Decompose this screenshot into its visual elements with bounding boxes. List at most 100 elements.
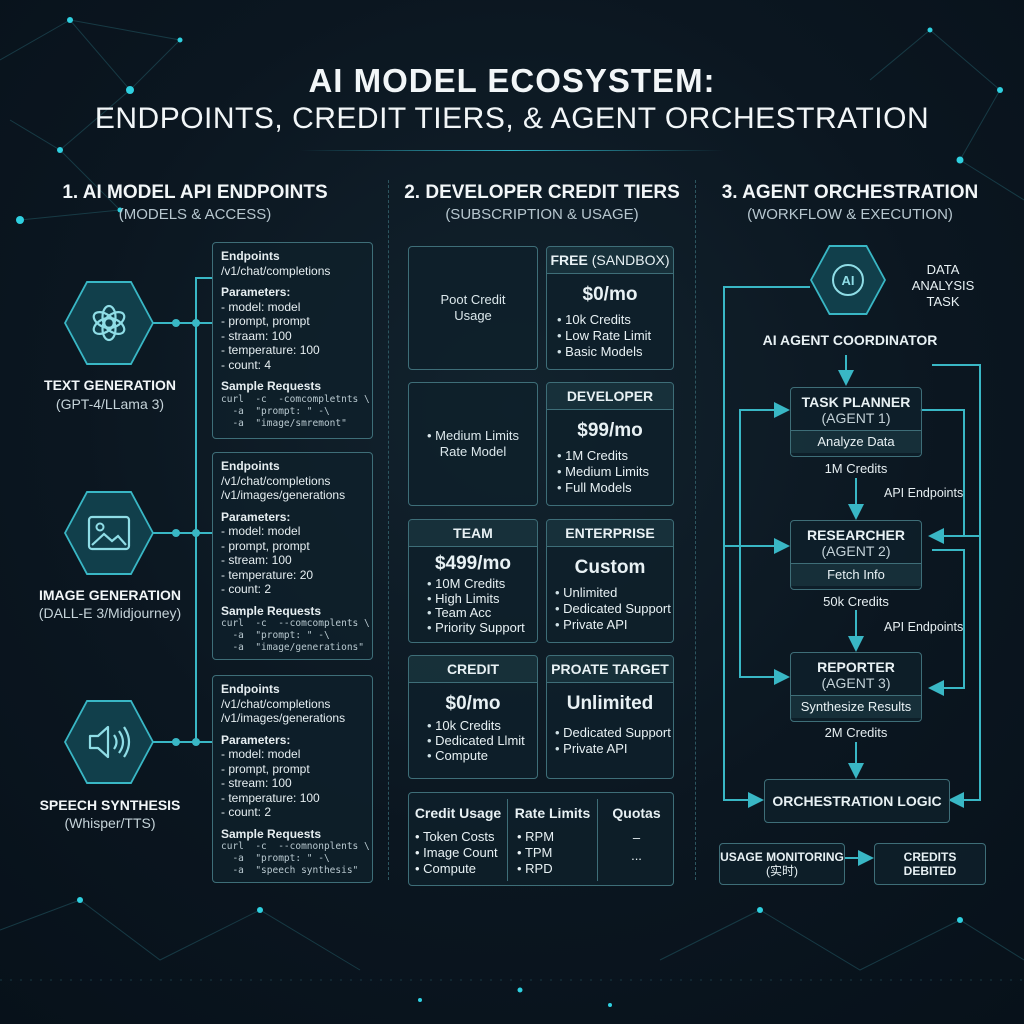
endpoint-path[interactable]: /v1/images/generations	[221, 711, 346, 725]
rate-item: • TPM	[517, 845, 553, 860]
endpoint-card-image: Endpoints /v1/chat/completions /v1/image…	[212, 452, 373, 660]
tier-feature: Low Rate Limit	[557, 328, 673, 344]
parameter-item: - temperature: 100	[221, 790, 320, 805]
page-title: AI MODEL ECOSYSTEM:	[308, 62, 716, 99]
endpoints-heading: Endpoints	[221, 249, 280, 263]
quota-item: –	[632, 830, 641, 845]
usage-monitoring-sub: (实时)	[766, 864, 798, 878]
tier-name: DEVELOPER	[547, 383, 673, 410]
tier-card-developer[interactable]: DEVELOPER $99/mo 1M Credits Medium Limit…	[546, 382, 674, 506]
parameter-item: - prompt, prompt	[221, 761, 310, 776]
agent-sub: (AGENT 1)	[821, 410, 891, 426]
tier-feature: Medium Limits	[557, 464, 673, 480]
medium-limits-card: • Medium Limits Rate Model	[408, 382, 538, 506]
parameter-item: - model: model	[221, 524, 301, 538]
sample-request-line: -a "prompt: " -\	[221, 405, 330, 417]
parameter-item: - stream: 100	[221, 776, 292, 790]
openai-logo-icon	[92, 304, 126, 342]
image-generation-label: IMAGE GENERATION	[38, 587, 182, 603]
tier-feature: 10M Credits	[427, 576, 537, 592]
tier-card-enterprise[interactable]: ENTERPRISE Custom Unlimited Dedicated Su…	[546, 519, 674, 643]
pool-credit-usage-text: Poot Credit Usage	[440, 292, 506, 323]
agent-sub: (AGENT 3)	[821, 675, 891, 691]
tier-name: PROATE TARGET	[547, 656, 673, 683]
parameter-item: - count: 2	[221, 805, 272, 819]
tier-feature: Full Models	[557, 480, 673, 496]
agent-coordinator-node[interactable]: AI	[810, 245, 886, 315]
agent-task-planner[interactable]: TASK PLANNER (AGENT 1) Analyze Data	[790, 387, 922, 457]
tier-card-free[interactable]: FREE (SANDBOX) $0/mo 10k Credits Low Rat…	[546, 246, 674, 370]
tier-feature: 1M Credits	[557, 448, 673, 464]
tier-feature: High Limits	[427, 591, 537, 607]
tier-card-team[interactable]: TEAM $499/mo 10M Credits High Limits Tea…	[408, 519, 538, 643]
section-sub-tiers: (SUBSCRIPTION & USAGE)	[445, 206, 639, 223]
endpoints-heading: Endpoints	[221, 682, 280, 696]
tier-price: Custom	[574, 557, 646, 578]
section-sub-orchestration: (WORKFLOW & EXECUTION)	[747, 206, 953, 223]
agent-name: RESEARCHER	[806, 527, 905, 543]
speech-synthesis-sub: (Whisper/TTS)	[64, 815, 156, 831]
parameter-item: - prompt, prompt	[221, 314, 310, 328]
parameter-item: - count: 4	[221, 357, 272, 372]
sample-requests-heading: Sample Requests	[221, 603, 322, 618]
endpoint-path[interactable]: /v1/chat/completions	[221, 696, 331, 711]
endpoint-path[interactable]: /v1/chat/completions	[221, 263, 331, 278]
usage-monitoring-box[interactable]: USAGE MONITORING (实时)	[719, 843, 845, 885]
tier-price: $499/mo	[434, 553, 512, 574]
sample-request-line: -a "speech synthesis"	[221, 865, 359, 876]
image-generation-sub: (DALL-E 3/Midjourney)	[38, 605, 182, 621]
parameters-heading: Parameters:	[221, 732, 291, 747]
agent-researcher[interactable]: RESEARCHER (AGENT 2) Fetch Info	[790, 520, 922, 590]
parameters-heading: Parameters:	[221, 509, 291, 524]
parameter-item: - count: 2	[221, 582, 272, 596]
endpoints-heading: Endpoints	[221, 459, 280, 473]
tier-feature: 10k Credits	[427, 718, 537, 733]
tier-feature: Dedicated Support	[555, 601, 673, 617]
section-heading-tiers: 2. DEVELOPER CREDIT TIERS	[404, 182, 680, 203]
tier-feature: Unlimited	[555, 585, 673, 601]
tier-price: $0/mo	[582, 284, 638, 305]
title-divider	[300, 150, 724, 151]
tier-feature: Dedicated Llmit	[427, 733, 537, 748]
tier-feature: Team Acc	[427, 605, 537, 621]
section-heading-orchestration: 3. AGENT ORCHESTRATION	[721, 182, 979, 203]
usage-table: Credit Usage Rate Limits Quotas • Token …	[408, 792, 674, 886]
orchestration-logic-box[interactable]: ORCHESTRATION LOGIC	[764, 779, 950, 823]
tier-feature: Private API	[555, 741, 673, 757]
endpoint-card-speech: Endpoints /v1/chat/completions /v1/image…	[212, 675, 373, 883]
tier-card-credit[interactable]: CREDIT $0/mo 10k Credits Dedicated Llmit…	[408, 655, 538, 779]
sample-request-line: -a "image/smremont"	[221, 417, 347, 429]
usage-item: • Image Count	[415, 845, 498, 860]
tier-name: CREDIT	[409, 656, 537, 683]
sample-request-line: -a "image/generations"	[221, 642, 364, 653]
tier-feature: Dedicated Support	[555, 725, 673, 741]
tier-price: $99/mo	[577, 420, 643, 441]
agent-credits: 2M Credits	[824, 725, 888, 740]
tier-feature: Priority Support	[427, 620, 537, 636]
parameter-item: - model: model	[221, 299, 301, 314]
tier-name: ENTERPRISE	[547, 520, 673, 547]
tier-name: FREE (SANDBOX)	[547, 247, 673, 274]
image-icon	[87, 515, 131, 551]
tier-feature: Compute	[427, 748, 537, 763]
usage-monitoring-label: USAGE MONITORING	[720, 850, 844, 864]
sample-requests-heading: Sample Requests	[221, 826, 322, 841]
input-task-label: DATA ANALYSIS TASK	[911, 262, 975, 309]
endpoint-path[interactable]: /v1/images/generations	[221, 488, 346, 502]
tier-card-private-target[interactable]: PROATE TARGET Unlimited Dedicated Suppor…	[546, 655, 674, 779]
tier-price: $0/mo	[445, 693, 501, 714]
agent-reporter[interactable]: REPORTER (AGENT 3) Synthesize Results	[790, 652, 922, 722]
medium-limits-text: • Medium Limits Rate Model	[427, 428, 519, 459]
tier-feature: Private API	[555, 617, 673, 633]
api-endpoints-label: API Endpoints	[884, 620, 964, 634]
agent-name: TASK PLANNER	[801, 394, 911, 410]
usage-item: • Token Costs	[415, 829, 495, 844]
image-generation-node	[64, 491, 154, 575]
credits-debited-box[interactable]: CREDITS DEBITED	[874, 843, 986, 885]
parameter-item: - temperature: 100	[221, 343, 320, 357]
parameter-item: - stream: 100	[221, 553, 292, 567]
endpoint-path[interactable]: /v1/chat/completions	[221, 473, 331, 488]
rate-item: • RPD	[517, 861, 553, 876]
agent-task: Synthesize Results	[791, 695, 921, 718]
